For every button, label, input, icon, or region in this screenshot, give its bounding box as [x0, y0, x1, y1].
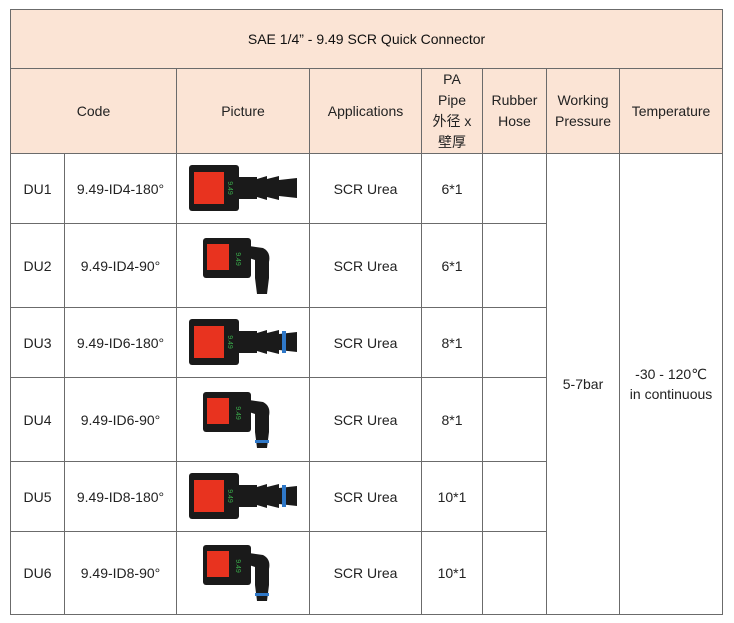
header-working-pressure: Working Pressure	[546, 68, 620, 154]
working-pressure-cell: 5-7bar	[546, 153, 620, 615]
header-code: Code	[10, 68, 177, 154]
header-pa-pipe-line: PA	[443, 71, 461, 87]
row-pa-pipe: 8*1	[421, 377, 483, 462]
header-applications: Applications	[309, 68, 422, 154]
table-title: SAE 1/4” - 9.49 SCR Quick Connector	[9, 9, 724, 69]
row-application: SCR Urea	[309, 153, 422, 224]
table-row: DU1 9.49-ID4-180° 9.49 SCR Urea 6*1 5-7b…	[10, 153, 724, 615]
header-rubber-hose-line: Hose	[498, 113, 531, 129]
connector-label: 9.49	[226, 181, 233, 195]
row-rubber-hose	[482, 223, 547, 308]
header-pa-pipe: PA Pipe 外径 x 壁厚	[421, 68, 483, 154]
row-application: SCR Urea	[309, 377, 422, 462]
row-picture: 9.49	[176, 153, 310, 224]
connector-straight-icon: 9.49	[189, 472, 297, 519]
row-pa-pipe: 10*1	[421, 531, 483, 615]
header-working-pressure-line: Pressure	[554, 113, 612, 129]
row-id: DU5	[10, 461, 65, 532]
row-code: 9.49-ID4-180°	[64, 153, 177, 224]
header-pa-pipe-line: 壁厚	[438, 134, 466, 150]
row-picture: 9.49	[176, 223, 310, 308]
connector-label: 9.49	[234, 559, 241, 573]
temperature-cell: -30 - 120℃ in continuous	[618, 153, 724, 615]
row-pa-pipe: 10*1	[421, 461, 483, 532]
row-picture: 9.49	[176, 307, 310, 378]
row-id: DU6	[10, 531, 65, 615]
row-code: 9.49-ID8-90°	[64, 531, 177, 615]
temperature-note: in continuous	[629, 386, 713, 402]
row-application: SCR Urea	[309, 461, 422, 532]
connector-label: 9.49	[234, 252, 241, 266]
row-picture: 9.49	[176, 377, 310, 462]
row-id: DU3	[10, 307, 65, 378]
row-application: SCR Urea	[309, 531, 422, 615]
row-id: DU1	[10, 153, 65, 224]
connector-straight-icon: 9.49	[189, 164, 297, 211]
header-rubber-hose-line: Rubber	[491, 92, 538, 108]
connector-elbow-icon: 9.49	[203, 391, 270, 448]
row-code: 9.49-ID6-180°	[64, 307, 177, 378]
header-pa-pipe-line: Pipe	[437, 92, 467, 108]
header-picture: Picture	[176, 68, 310, 154]
row-code: 9.49-ID4-90°	[64, 223, 177, 308]
header-rubber-hose: Rubber Hose	[482, 68, 547, 154]
table-row: DU4 9.49-ID6-90° 9.49 SCR Urea 8*1	[10, 377, 723, 462]
row-rubber-hose	[482, 377, 547, 462]
header-temperature: Temperature	[618, 68, 724, 154]
connector-straight-icon: 9.49	[189, 318, 297, 365]
row-code: 9.49-ID6-90°	[64, 377, 177, 462]
header-working-pressure-line: Working	[557, 92, 609, 108]
row-id: DU4	[10, 377, 65, 462]
connector-spec-table: SAE 1/4” - 9.49 SCR Quick Connector Code…	[9, 9, 724, 615]
connector-label: 9.49	[226, 489, 233, 503]
row-pa-pipe: 6*1	[421, 153, 483, 224]
row-code: 9.49-ID8-180°	[64, 461, 177, 532]
row-rubber-hose	[482, 461, 547, 532]
row-rubber-hose	[482, 307, 547, 378]
row-picture: 9.49	[176, 461, 310, 532]
row-pa-pipe: 8*1	[421, 307, 483, 378]
table-row: DU3 9.49-ID6-180° 9.49 SCR Urea 8*1	[10, 307, 723, 378]
row-picture: 9.49	[176, 531, 310, 615]
connector-label: 9.49	[234, 406, 241, 420]
row-pa-pipe: 6*1	[421, 223, 483, 308]
row-rubber-hose	[482, 531, 547, 615]
connector-elbow-icon: 9.49	[203, 237, 270, 294]
table-row: DU2 9.49-ID4-90° 9.49 SCR Urea 6*1	[10, 223, 723, 308]
row-application: SCR Urea	[309, 307, 422, 378]
header-pa-pipe-line: 外径 x	[432, 113, 472, 129]
row-application: SCR Urea	[309, 223, 422, 308]
temperature-range: -30 - 120℃	[635, 366, 707, 382]
row-id: DU2	[10, 223, 65, 308]
connector-label: 9.49	[226, 335, 233, 349]
connector-elbow-icon: 9.49	[203, 545, 270, 601]
row-rubber-hose	[482, 153, 547, 224]
table-row: DU6 9.49-ID8-90° 9.49 SCR Urea 10*1	[10, 531, 723, 615]
